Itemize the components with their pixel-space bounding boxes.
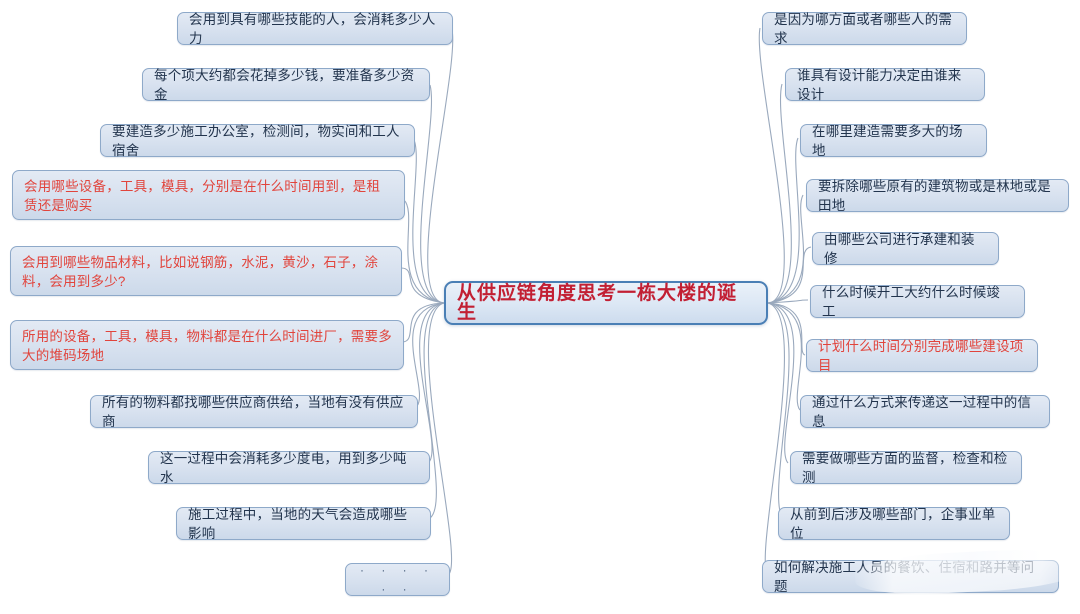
left-node-3[interactable]: 要建造多少施工办公室，检测间，物实间和工人宿舍 — [100, 123, 415, 158]
right-node-6-label: 什么时候开工大约什么时候竣工 — [822, 284, 1001, 319]
left-node-9[interactable]: 施工过程中，当地的天气会造成哪些影响 — [176, 506, 431, 541]
right-node-4[interactable]: 要拆除哪些原有的建筑物或是林地或是田地 — [806, 178, 1069, 213]
right-node-7-label: 计划什么时间分别完成哪些建设项目 — [818, 338, 1024, 373]
right-node-8-label: 通过什么方式来传递这一过程中的信息 — [812, 394, 1032, 429]
right-node-8[interactable]: 通过什么方式来传递这一过程中的信息 — [800, 394, 1050, 429]
left-node-6[interactable]: 所用的设备，工具，模具，物料都是在什么时间进厂，需要多大的堆码场地 — [10, 320, 404, 370]
right-node-4-label: 要拆除哪些原有的建筑物或是林地或是田地 — [818, 178, 1051, 213]
left-node-1[interactable]: 会用到具有哪些技能的人，会消耗多少人力 — [177, 11, 453, 46]
right-node-10-label: 从前到后涉及哪些部门，企事业单位 — [790, 506, 996, 541]
right-node-2-label: 谁具有设计能力决定由谁来设计 — [797, 67, 962, 102]
left-node-4[interactable]: 会用哪些设备，工具，模具，分别是在什么时间用到，是租赁还是购买 — [12, 170, 405, 220]
left-node-2-label: 每个项大约都会花掉多少钱，要准备多少资金 — [154, 67, 415, 102]
center-node-label: 从供应链角度思考一栋大楼的诞生 — [457, 283, 738, 323]
right-node-3-label: 在哪里建造需要多大的场地 — [812, 123, 963, 158]
right-node-5-label: 由哪些公司进行承建和装修 — [824, 231, 975, 266]
left-node-8-label: 这一过程中会消耗多少度电，用到多少吨水 — [160, 450, 407, 485]
right-node-9-label: 需要做哪些方面的监督，检查和检测 — [802, 450, 1008, 485]
right-node-10[interactable]: 从前到后涉及哪些部门，企事业单位 — [778, 506, 1010, 541]
left-node-7-label: 所有的物料都找哪些供应商供给，当地有没有供应商 — [102, 394, 404, 429]
right-node-11[interactable]: 如何解决施工人员的餐饮、住宿和路并等问题 — [762, 559, 1059, 594]
right-node-9[interactable]: 需要做哪些方面的监督，检查和检测 — [790, 450, 1022, 485]
right-node-1[interactable]: 是因为哪方面或者哪些人的需求 — [762, 11, 967, 46]
right-node-5[interactable]: 由哪些公司进行承建和装修 — [812, 231, 999, 266]
left-node-5-label: 会用到哪些物品材料，比如说钢筋，水泥，黄沙，石子，涂料，会用到多少? — [22, 255, 379, 289]
right-node-11-label: 如何解决施工人员的餐饮、住宿和路并等问题 — [774, 559, 1035, 594]
left-node-2[interactable]: 每个项大约都会花掉多少钱，要准备多少资金 — [142, 67, 430, 102]
left-node-7[interactable]: 所有的物料都找哪些供应商供给，当地有没有供应商 — [90, 394, 418, 429]
right-node-2[interactable]: 谁具有设计能力决定由谁来设计 — [785, 67, 985, 102]
right-node-1-label: 是因为哪方面或者哪些人的需求 — [774, 11, 953, 46]
right-node-6[interactable]: 什么时候开工大约什么时候竣工 — [810, 284, 1025, 319]
left-node-5[interactable]: 会用到哪些物品材料，比如说钢筋，水泥，黄沙，石子，涂料，会用到多少? — [10, 246, 402, 296]
left-node-6-label: 所用的设备，工具，模具，物料都是在什么时间进厂，需要多大的堆码场地 — [22, 329, 392, 363]
left-node-10[interactable]: · · · · · · — [345, 563, 450, 596]
center-node[interactable]: 从供应链角度思考一栋大楼的诞生 — [444, 281, 768, 325]
left-node-4-label: 会用哪些设备，工具，模具，分别是在什么时间用到，是租赁还是购买 — [24, 179, 381, 213]
right-node-7[interactable]: 计划什么时间分别完成哪些建设项目 — [806, 338, 1038, 373]
left-node-9-label: 施工过程中，当地的天气会造成哪些影响 — [188, 506, 408, 541]
left-node-8[interactable]: 这一过程中会消耗多少度电，用到多少吨水 — [148, 450, 430, 485]
left-node-10-label: · · · · · · — [360, 562, 435, 596]
left-node-3-label: 要建造多少施工办公室，检测间，物实间和工人宿舍 — [112, 123, 400, 158]
left-node-1-label: 会用到具有哪些技能的人，会消耗多少人力 — [189, 11, 436, 46]
right-node-3[interactable]: 在哪里建造需要多大的场地 — [800, 123, 987, 158]
